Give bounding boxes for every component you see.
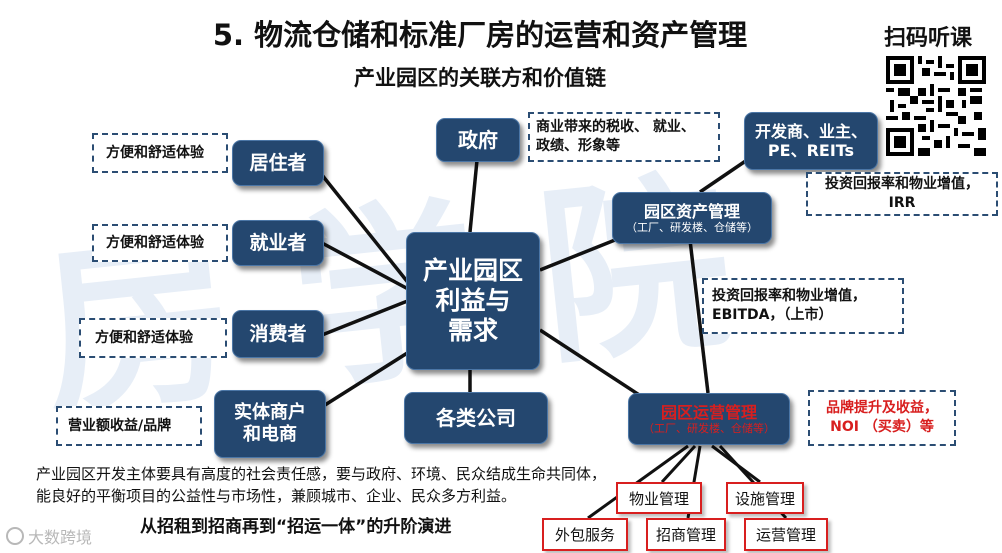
asset-note-line-1: 投资回报率和物业增值， (712, 288, 866, 305)
line-government (468, 149, 480, 233)
service-operations-management: 运营管理 (744, 518, 828, 551)
merchant-line-1: 实体商户 (234, 402, 306, 424)
page-subtitle: 产业园区的关联方和价值链 (354, 66, 606, 90)
note-operations-management: 品牌提升及收益， NOI （买卖）等 (808, 390, 956, 446)
government-note-line-1: 商业带来的税收、 就业、 (536, 119, 695, 136)
line-consumer (321, 298, 411, 337)
center-line-3: 需求 (447, 316, 498, 345)
developer-line-2: PE、REITs (767, 141, 855, 160)
line-merchant (324, 343, 421, 407)
developer-note-line-1: 投资回报率和物业增值， (825, 176, 979, 193)
node-operations-management: 园区运营管理 （工厂、研发楼、仓储等） (628, 393, 790, 445)
node-asset-management: 园区资产管理 （工厂、研发楼、仓储等） (612, 192, 772, 244)
center-line-2: 利益与 (435, 286, 511, 315)
note-consumer: 方便和舒适体验 (79, 318, 227, 358)
note-asset-management: 投资回报率和物业增值， EBITDA，（上市） (702, 278, 904, 334)
note-employee: 方便和舒适体验 (92, 224, 228, 262)
node-resident: 居住者 (232, 140, 324, 186)
line-resident (316, 168, 412, 287)
scan-label: 扫码听课 (884, 26, 973, 51)
line-asset (539, 236, 621, 272)
node-employee: 就业者 (232, 220, 324, 266)
line-ops (539, 328, 651, 404)
description-paragraph: 产业园区开发主体要具有高度的社会责任感，要与政府、环境、民众结成生命共同体，能良… (36, 465, 607, 505)
service-investment-attraction: 招商管理 (646, 518, 726, 551)
logo-text: 大数跨境 (28, 528, 93, 547)
qr-code-icon[interactable] (886, 56, 986, 156)
evolution-statement: 从招租到招商再到“招运一体”的升阶演进 (140, 517, 452, 537)
government-note-line-2: 政绩、形象等 (536, 138, 620, 154)
page-title: 5. 物流仓储和标准厂房的运营和资产管理 (212, 18, 748, 52)
merchant-line-2: 和电商 (243, 424, 297, 445)
note-merchant: 营业额收益/品牌 (56, 406, 202, 446)
node-consumer: 消费者 (232, 310, 324, 358)
asset-title: 园区资产管理 (643, 201, 740, 221)
node-developer: 开发商、业主、 PE、REITs (744, 112, 878, 170)
service-facility-management: 设施管理 (726, 482, 804, 514)
ops-sub: （工厂、研发楼、仓储等） (643, 422, 775, 435)
line-developer (699, 156, 751, 194)
ops-note-line-2: NOI （买卖）等 (830, 419, 934, 435)
note-developer: 投资回报率和物业增值， IRR (806, 172, 998, 216)
line-asset-ops (688, 239, 710, 394)
line-employee (321, 241, 411, 292)
logo-circle-icon (6, 527, 24, 545)
service-outsourcing: 外包服务 (542, 518, 628, 551)
center-line-1: 产业园区 (422, 256, 523, 285)
line-svc-1 (660, 444, 697, 484)
ops-note-line-1: 品牌提升及收益， (826, 400, 938, 417)
ops-title: 园区运营管理 (660, 402, 757, 422)
brand-logo: 大数跨境 (6, 524, 92, 548)
center-interests-node: 产业园区 利益与 需求 (406, 232, 540, 370)
service-property-management: 物业管理 (616, 482, 702, 514)
developer-note-line-2: IRR (888, 195, 916, 211)
node-companies: 各类公司 (404, 392, 548, 444)
developer-line-1: 开发商、业主、 (754, 121, 867, 141)
note-resident: 方便和舒适体验 (92, 133, 228, 173)
asset-note-line-2: EBITDA，（上市） (712, 307, 833, 323)
node-merchant: 实体商户 和电商 (214, 390, 326, 458)
node-government: 政府 (436, 118, 520, 162)
asset-sub: （工厂、研发楼、仓储等） (626, 221, 758, 234)
note-government: 商业带来的税收、 就业、 政绩、形象等 (528, 112, 720, 162)
